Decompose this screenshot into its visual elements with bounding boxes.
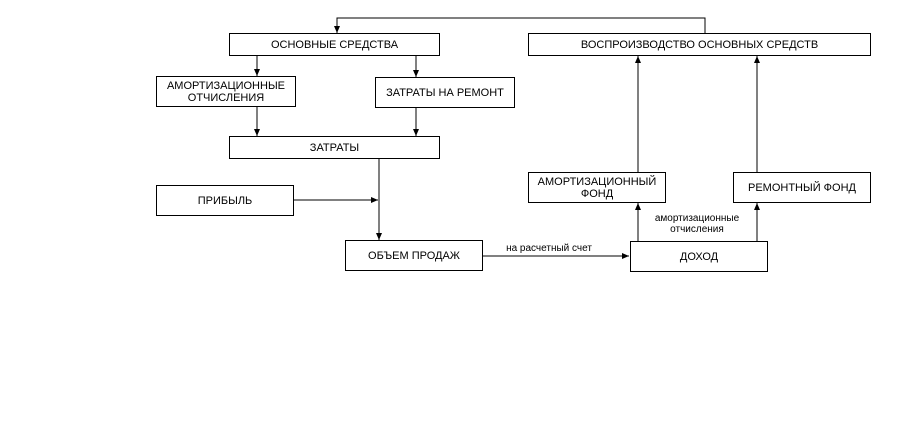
edge-label-depreciation-line1: амортизационные (654, 213, 740, 224)
node-sales-volume-label: ОБЪЕМ ПРОДАЖ (368, 249, 460, 262)
node-depreciation-label-line1: АМОРТИЗАЦИОННЫЕ (166, 79, 286, 92)
edge-label-depreciation-line2: отчисления (670, 224, 724, 235)
node-repair-costs-label: ЗАТРАТЫ НА РЕМОНТ (386, 86, 504, 99)
node-repair-costs: ЗАТРАТЫ НА РЕМОНТ (375, 77, 515, 108)
node-sales-volume: ОБЪЕМ ПРОДАЖ (345, 240, 483, 271)
node-income-label: ДОХОД (679, 250, 719, 263)
node-fixed-assets: ОСНОВНЫЕ СРЕДСТВА (229, 33, 440, 56)
node-reproduction: ВОСПРОИЗВОДСТВО ОСНОВНЫХ СРЕДСТВ (528, 33, 871, 56)
node-depreciation: АМОРТИЗАЦИОННЫЕ ОТЧИСЛЕНИЯ (156, 76, 296, 107)
node-profit-label: ПРИБЫЛЬ (197, 194, 253, 207)
node-reproduction-label: ВОСПРОИЗВОДСТВО ОСНОВНЫХ СРЕДСТВ (580, 38, 819, 51)
node-depreciation-fund-label-line2: ФОНД (580, 187, 614, 200)
arrow-reproduction-to-fixed-assets (334, 17, 706, 34)
edge-label-depreciation: амортизационные отчисления (644, 213, 750, 235)
node-repair-fund: РЕМОНТНЫЙ ФОНД (733, 172, 871, 203)
node-income: ДОХОД (630, 241, 768, 272)
node-fixed-assets-label: ОСНОВНЫЕ СРЕДСТВА (270, 38, 399, 51)
edge-label-to-account: на расчетный счет (506, 243, 592, 254)
node-costs: ЗАТРАТЫ (229, 136, 440, 159)
node-profit: ПРИБЫЛЬ (156, 185, 294, 216)
node-costs-label: ЗАТРАТЫ (309, 141, 360, 154)
node-repair-fund-label: РЕМОНТНЫЙ ФОНД (747, 181, 856, 194)
node-depreciation-label-line2: ОТЧИСЛЕНИЯ (187, 91, 265, 104)
node-depreciation-fund-label-line1: АМОРТИЗАЦИОННЫЙ (537, 175, 657, 188)
node-depreciation-fund: АМОРТИЗАЦИОННЫЙ ФОНД (528, 172, 666, 203)
